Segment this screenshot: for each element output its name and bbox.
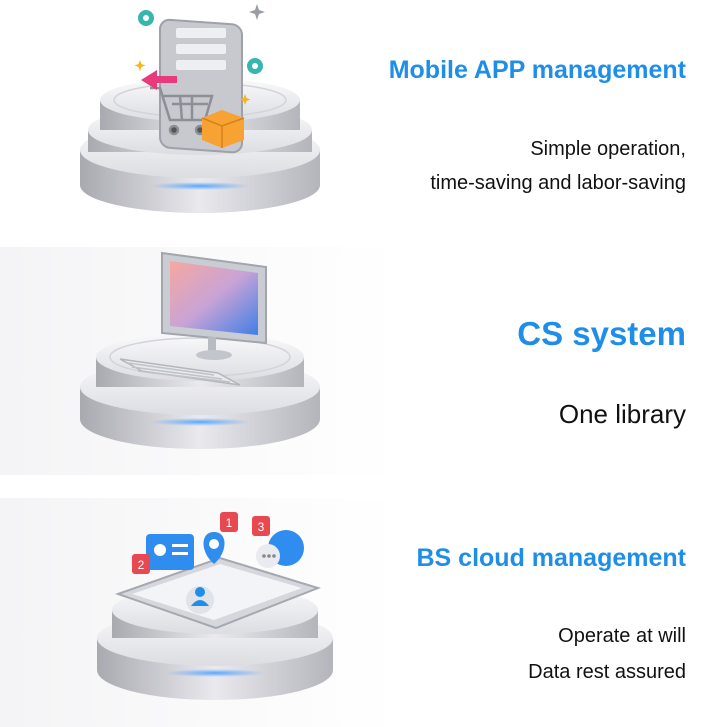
section-mobile-app: Mobile APP management Simple operation, … [0, 0, 726, 228]
notification-badge: 2 [132, 554, 150, 574]
chat-icon [256, 530, 304, 568]
section-title: CS system [517, 315, 686, 352]
badge-count: 1 [226, 516, 233, 530]
location-pin-icon [203, 532, 225, 564]
section-description-line: Operate at will [558, 625, 686, 647]
cs-system-illustration [80, 251, 320, 449]
gear-icon [138, 10, 263, 74]
badge-count: 3 [258, 520, 265, 534]
notification-badge: 1 [220, 512, 238, 532]
id-card-icon [146, 534, 194, 570]
section-cs-system: CS system One library [0, 247, 726, 475]
section-description-line: Data rest assured [528, 661, 686, 683]
section-bs-cloud: 2 1 3 BS cloud management Operate at wil… [0, 498, 726, 727]
user-icon [191, 587, 209, 606]
badge-count: 2 [138, 558, 145, 572]
section-description-line: One library [558, 399, 686, 429]
section-title: Mobile APP management [388, 56, 686, 84]
monitor-icon [161, 251, 267, 360]
section-title: BS cloud management [416, 544, 687, 572]
sparkle-icon [134, 4, 265, 105]
keyboard-icon [119, 358, 241, 386]
section-description-line: time-saving and labor-saving [430, 172, 686, 194]
mobile-app-illustration [80, 4, 320, 213]
bs-cloud-illustration: 2 1 3 [97, 512, 333, 700]
cart-icon [150, 86, 214, 136]
notification-badge: 3 [252, 516, 270, 536]
section-description-line: Simple operation, [530, 138, 686, 160]
box-icon [201, 110, 245, 148]
arrow-icon [141, 70, 177, 90]
